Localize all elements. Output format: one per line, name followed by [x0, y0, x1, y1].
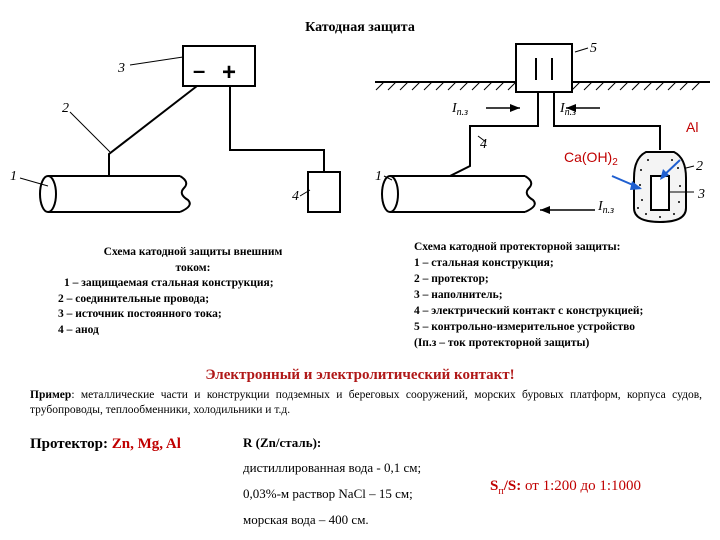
dc-source-plus: + [222, 59, 236, 86]
steel-pipe-left [39, 175, 191, 213]
current-top-right: Iп.з [559, 101, 576, 118]
resistance-title: R (Zn/сталь): [243, 435, 322, 450]
anode-box [307, 171, 341, 213]
current-top-left: Iп.з [451, 101, 468, 118]
ground-hatching [375, 81, 701, 91]
page-title: Катодная защита [305, 20, 415, 35]
measuring-device-box [515, 43, 573, 93]
example-paragraph: Пример: металлические части и конструкци… [30, 388, 702, 418]
section-heading: Электронный и электролитический контакт! [205, 367, 515, 383]
protector-label: Протектор: [30, 436, 108, 452]
left-label-2: 2 [62, 101, 69, 116]
external-current-diagram: – + 3 2 1 4 [10, 45, 341, 213]
caption-right-line: 5 – контрольно-измерительное устройство [414, 321, 636, 333]
right-label-5: 5 [590, 41, 597, 56]
filler-dots [637, 159, 681, 218]
caption-left-line: 2 – соединительные провода; [58, 292, 210, 305]
ratio-rest: /S: [503, 478, 522, 494]
protector-line: Протектор: Zn, Mg, Al [30, 436, 181, 453]
caption-left-line: 1 – защищаемая стальная конструкция; [64, 277, 274, 289]
dc-source-box [182, 45, 256, 87]
dc-source-minus: – [193, 58, 205, 83]
resistance-line: дистиллированная вода - 0,1 см; [243, 460, 422, 475]
metal-label-al: Al [686, 119, 698, 135]
ratio-sub: п [498, 486, 504, 497]
caption-right-line: 1 – стальная конструкция; [414, 257, 554, 269]
filler-label: Ca(OH)2 [564, 149, 618, 168]
example-label: Пример [30, 389, 72, 401]
caption-external-current: Схема катодной защиты внешним током: 1 –… [58, 245, 328, 338]
caption-left-line: током: [175, 261, 211, 274]
right-label-3: 3 [697, 187, 705, 202]
ratio-value: от 1:200 до 1:1000 [524, 478, 642, 494]
caption-right-line: 2 – протектор; [414, 273, 489, 285]
area-ratio: Sп/S: от 1:200 до 1:1000 [490, 478, 641, 497]
protector-metals: Zn, Mg, Al [108, 436, 181, 452]
left-label-1: 1 [10, 169, 17, 184]
wire-to-protector [553, 92, 661, 150]
caption-left-line: 3 – источник постоянного тока; [58, 308, 222, 320]
wire-to-pipe [108, 85, 198, 176]
sacrificial-anode-diagram: Iп.з Iп.з Iп.з 5 4 1 2 [375, 41, 710, 224]
right-label-1: 1 [375, 169, 382, 184]
left-label-4: 4 [292, 189, 299, 204]
left-label-3: 3 [117, 61, 125, 76]
current-bottom: Iп.з [597, 199, 614, 216]
example-text: : металлические части и конструкции подз… [30, 389, 702, 416]
caption-right-line: Схема катодной протекторной защиты: [414, 241, 621, 253]
measuring-device-terminals [535, 58, 553, 80]
resistance-line: 0,03%-м раствор NaCl – 15 см; [243, 486, 413, 501]
right-label-4: 4 [480, 137, 487, 152]
caption-left-line: 4 – анод [58, 323, 99, 336]
cathodic-protection-diagrams: – + 3 2 1 4 [10, 41, 710, 224]
resistance-line: морская вода – 400 см. [243, 512, 369, 527]
caption-left-line: Схема катодной защиты внешним [103, 246, 283, 258]
right-label-2: 2 [696, 159, 703, 174]
protector-anode [650, 175, 670, 211]
wire-to-structure [449, 92, 539, 177]
steel-pipe-right [381, 175, 536, 213]
caption-right-line: 4 – электрический контакт с конструкцией… [414, 305, 644, 317]
wire-to-anode [229, 86, 325, 172]
ratio-s: S [490, 478, 499, 494]
caption-right-line: 3 – наполнитель; [414, 289, 503, 301]
caption-right-line: (Iп.з – ток протекторной защиты) [414, 337, 590, 349]
caption-sacrificial-anode: Схема катодной протекторной защиты: 1 – … [414, 239, 714, 351]
